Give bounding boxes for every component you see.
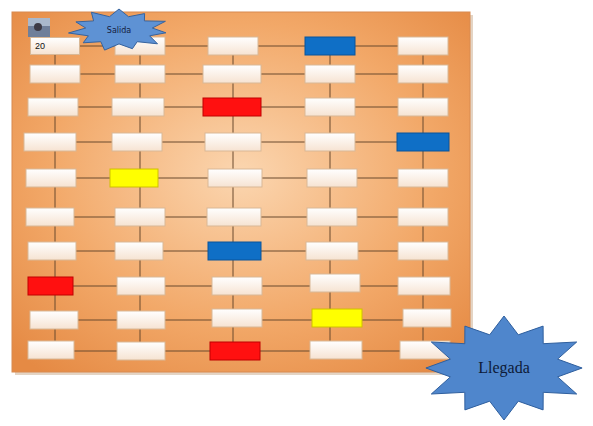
- star-shape: [69, 9, 166, 50]
- finish-star: Llegada: [420, 316, 588, 420]
- player-photo: [28, 18, 50, 37]
- star-label: Llegada: [478, 359, 530, 377]
- star-shape: [426, 316, 582, 420]
- board-cells: [24, 37, 451, 360]
- start-cell: 20: [30, 37, 80, 55]
- start-star: Salida: [68, 9, 170, 51]
- board-ground: [12, 12, 470, 372]
- track-lines: [55, 46, 423, 351]
- cell-number: 20: [35, 41, 45, 51]
- star-label: Salida: [107, 26, 131, 35]
